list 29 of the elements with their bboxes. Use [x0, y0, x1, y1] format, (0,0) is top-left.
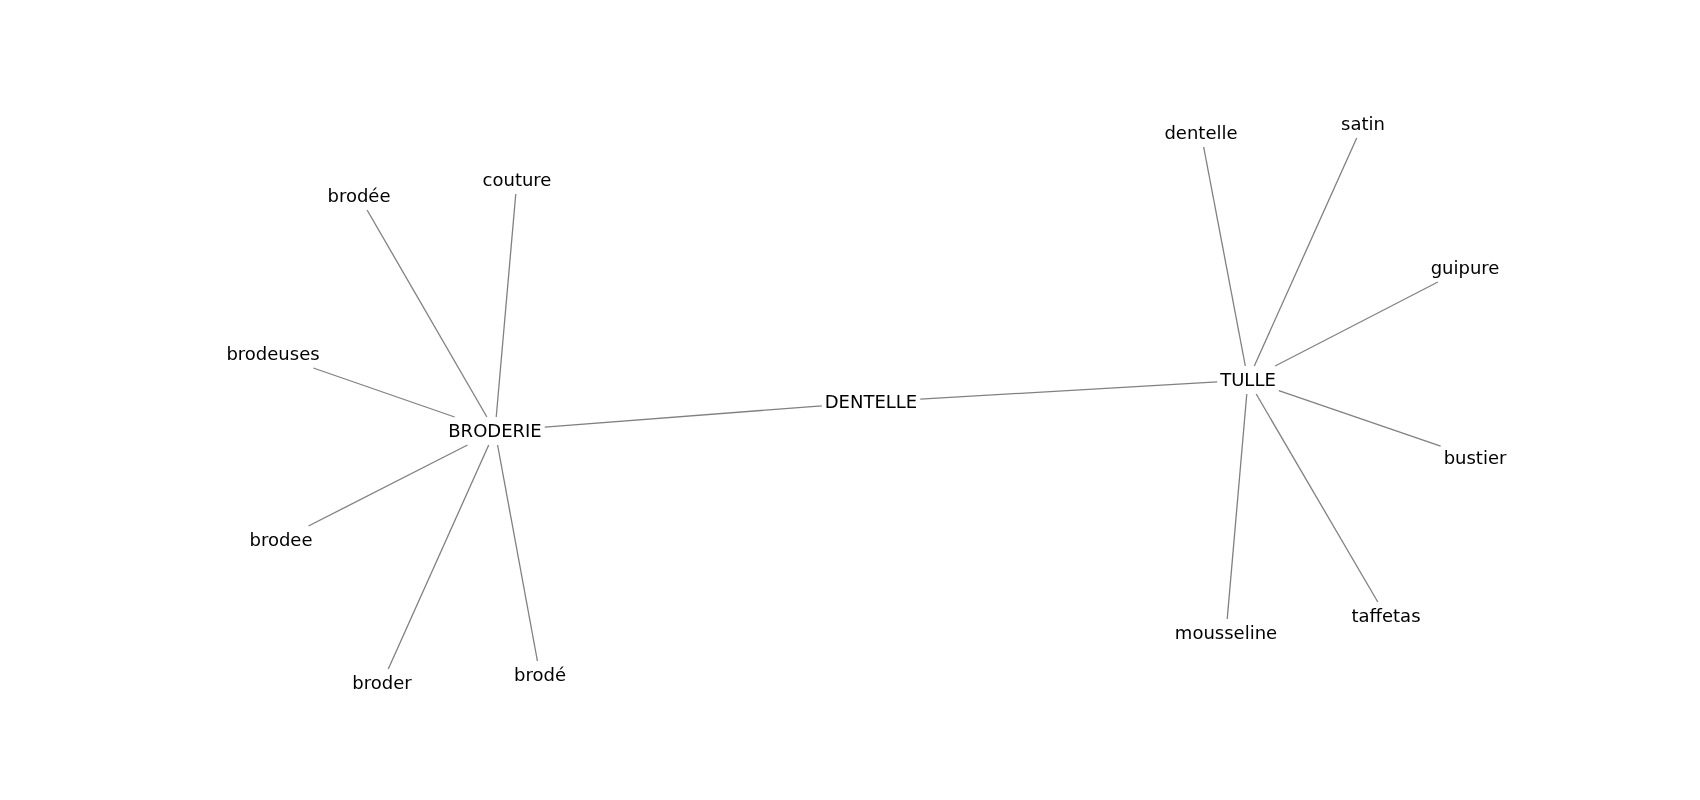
word-label: couture	[482, 169, 552, 191]
word-label: dentelle	[1164, 122, 1238, 144]
connector-line	[387, 444, 490, 670]
connector-line	[495, 193, 517, 418]
connector-line	[496, 444, 539, 662]
word-label: brodeuses	[226, 343, 320, 365]
word-label: taffetas	[1351, 605, 1421, 627]
connector-line	[1226, 393, 1248, 620]
connector-line	[919, 381, 1218, 400]
word-label: brodée	[327, 185, 391, 207]
word-label: brodé	[514, 664, 566, 686]
connector-line	[1255, 393, 1379, 603]
word-label: brodee	[249, 529, 313, 551]
word-label: bustier	[1443, 447, 1507, 469]
connector-line	[1253, 137, 1358, 367]
word-label: guipure	[1430, 257, 1500, 279]
connector-line	[1278, 389, 1442, 447]
connector-line	[544, 405, 823, 428]
connector-line	[307, 444, 469, 527]
word-label: mousseline	[1174, 622, 1278, 644]
word-label: satin	[1341, 113, 1385, 135]
connector-line	[312, 367, 456, 418]
connector-line	[366, 209, 488, 418]
word-label: TULLE	[1220, 369, 1276, 391]
connector-line	[1274, 281, 1439, 367]
word-label: DENTELLE	[824, 391, 918, 413]
connector-line	[1203, 146, 1246, 367]
word-label: BRODERIE	[448, 420, 542, 442]
word-label: broder	[352, 672, 412, 694]
